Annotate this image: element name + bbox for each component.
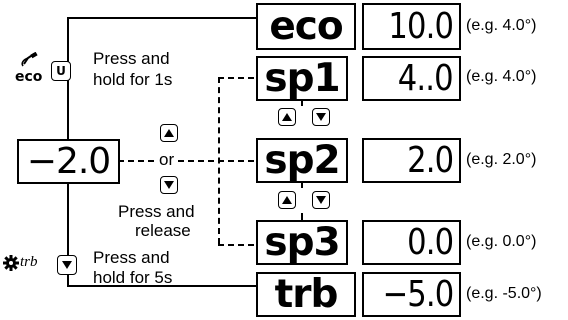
example-sp3: (e.g. 0.0°) [466, 233, 537, 250]
dashed-line-main [118, 160, 254, 162]
value-box-sp1: 4..0 [362, 56, 461, 101]
down-arrow-icon [164, 181, 174, 189]
trb-icon-label: trb [20, 254, 38, 270]
dashed-line-sp3 [218, 244, 254, 246]
u-key[interactable]: U [51, 61, 71, 81]
svg-text:eco: eco [15, 69, 42, 84]
mode-label-sp3: sp3 [264, 220, 340, 265]
bottom-connector-line [67, 285, 256, 287]
down-arrow-icon [62, 261, 72, 269]
value-box-sp2: 2.0 [362, 138, 461, 183]
mode-box-sp3: sp3 [256, 220, 348, 265]
gear-icon [3, 255, 19, 271]
mode-box-sp2: sp2 [256, 138, 348, 183]
example-trb: (e.g. -5.0°) [466, 285, 542, 302]
sp-stack-connector [301, 213, 303, 224]
example-sp1: (e.g. 4.0°) [466, 68, 537, 85]
current-setpoint-value: −2.0 [26, 141, 111, 182]
up-arrow-key[interactable] [278, 191, 296, 209]
example-eco: (e.g. 4.0°) [466, 17, 537, 34]
value-box-sp3: 0.0 [362, 220, 461, 265]
value-sp2: 2.0 [406, 140, 454, 181]
down-arrow-key[interactable] [160, 176, 178, 194]
down-arrow-key[interactable] [57, 255, 77, 275]
value-sp3: 0.0 [406, 222, 454, 263]
mode-label-trb: trb [274, 272, 339, 317]
mode-box-eco: eco [256, 3, 356, 50]
current-setpoint-display: −2.0 [17, 139, 120, 184]
eco-instruction-line2: hold for 1s [93, 70, 173, 89]
value-eco: 10.0 [388, 6, 454, 47]
up-arrow-key[interactable] [278, 108, 296, 126]
mode-label-sp2: sp2 [264, 138, 340, 183]
value-trb: −5.0 [382, 274, 454, 315]
dashed-line-sp1 [218, 77, 254, 79]
example-sp2: (e.g. 2.0°) [466, 151, 537, 168]
trb-instruction-line1: Press and [93, 248, 170, 267]
mode-box-trb: trb [256, 272, 356, 317]
value-box-eco: 10.0 [362, 3, 461, 50]
down-arrow-key[interactable] [312, 108, 330, 126]
up-arrow-icon [282, 196, 292, 204]
up-arrow-key[interactable] [160, 124, 178, 142]
value-sp1: 4..0 [398, 58, 454, 99]
u-key-label: U [56, 64, 66, 78]
eco-instruction-line1: Press and [93, 49, 170, 68]
or-label: or [157, 150, 177, 169]
down-arrow-icon [316, 196, 326, 204]
mode-box-sp1: sp1 [256, 56, 348, 101]
up-arrow-icon [282, 113, 292, 121]
trb-instruction-line2: hold for 5s [93, 268, 173, 287]
sp-stack-connector [301, 96, 303, 106]
mode-label-eco: eco [269, 4, 343, 49]
value-box-trb: −5.0 [362, 272, 461, 317]
release-instruction-line1: Press and [118, 202, 195, 221]
eco-plug-icon: eco [15, 52, 42, 84]
top-connector-line [67, 17, 256, 19]
sp-stack-connector [301, 178, 303, 188]
mode-label-sp1: sp1 [264, 56, 340, 101]
down-arrow-key[interactable] [312, 191, 330, 209]
up-arrow-icon [164, 129, 174, 137]
release-instruction-line2: release [135, 221, 191, 240]
down-arrow-icon [316, 113, 326, 121]
